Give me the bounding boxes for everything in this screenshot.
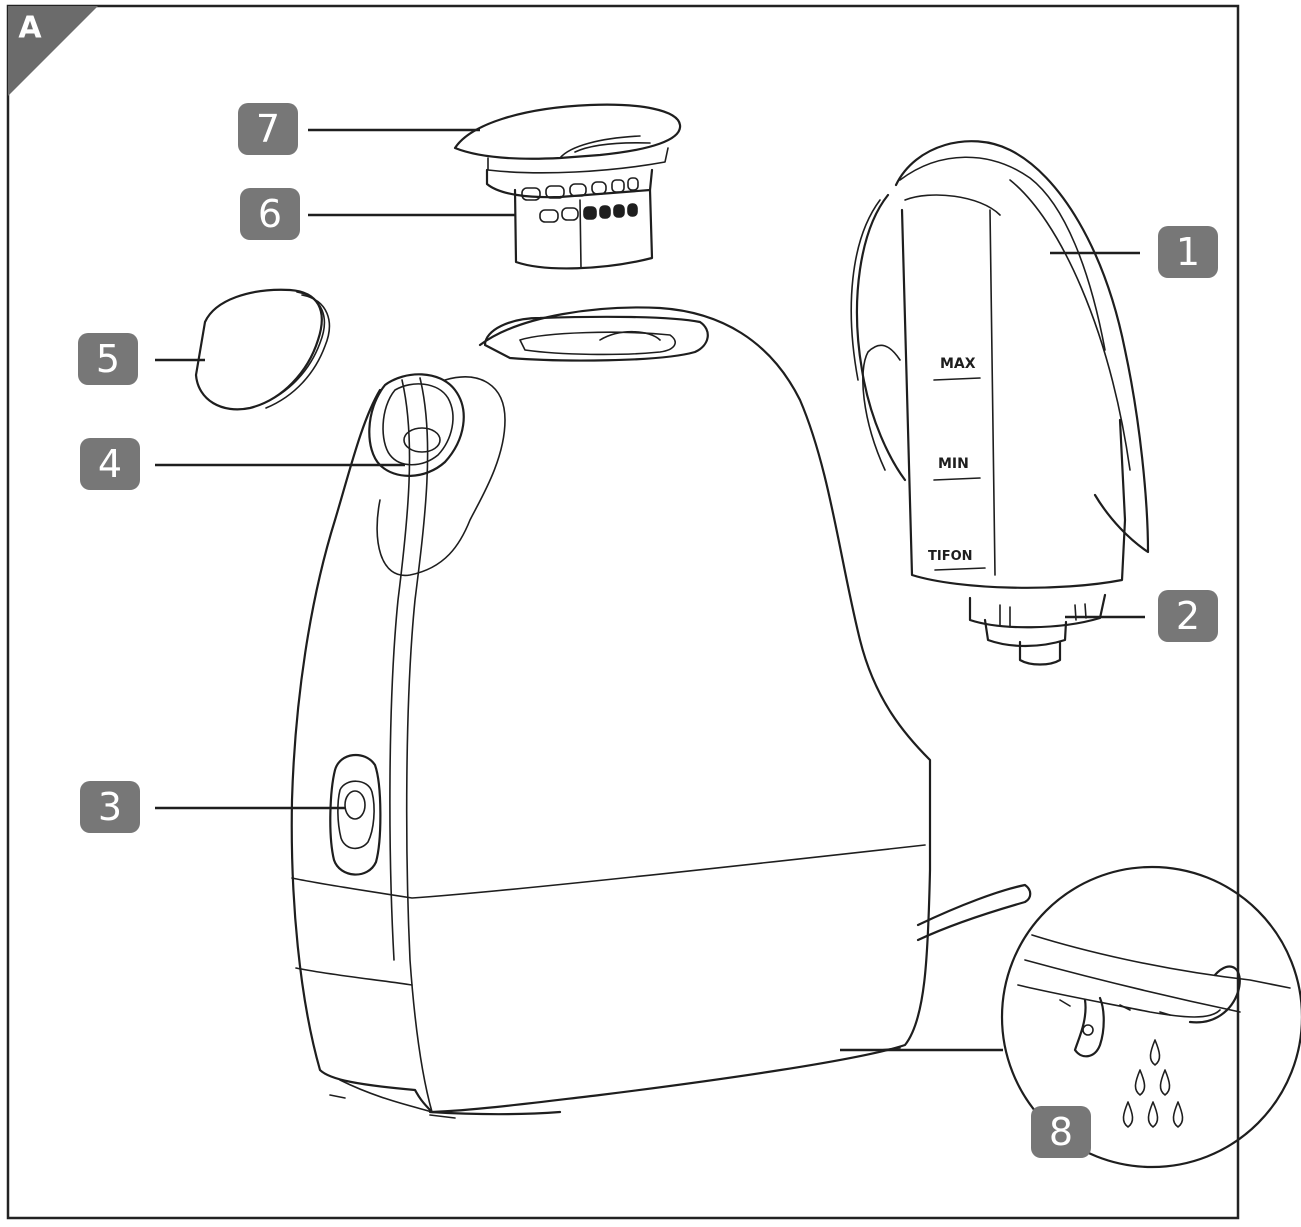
cap-part-5 [194, 288, 331, 411]
callout-2-label: 2 [1176, 594, 1200, 638]
tank-brand-text: TIFON [928, 549, 973, 564]
callout-1-label: 1 [1176, 230, 1200, 274]
drain-detail-part-8 [1000, 865, 1301, 1169]
callout-6-label: 6 [258, 192, 282, 236]
callout-7-label: 7 [256, 107, 280, 151]
callout-3: 3 [80, 781, 140, 833]
panel-label: A [18, 11, 42, 46]
magnifier-circle [1000, 865, 1301, 1169]
callout-7: 7 [238, 103, 298, 155]
water-drops-icon [1122, 1039, 1184, 1128]
lid-part-7 [453, 103, 682, 174]
filter-holes [521, 177, 639, 223]
figure-frame [6, 4, 1240, 1220]
tank-max-marking: MAX [940, 356, 976, 372]
callout-6: 6 [240, 188, 300, 240]
panel-corner-tab [8, 6, 98, 96]
callout-8: 8 [1031, 1106, 1091, 1158]
callout-8-label: 8 [1049, 1110, 1073, 1154]
leader-lines [155, 128, 1145, 1052]
callout-5: 5 [78, 333, 138, 385]
callout-4-label: 4 [98, 442, 122, 486]
water-tank-part-1: MAX MIN TIFON [850, 140, 1150, 666]
callout-3-label: 3 [98, 785, 122, 829]
callout-4: 4 [80, 438, 140, 490]
filter-part-6 [485, 168, 654, 270]
steamer-body [290, 306, 1032, 1119]
callout-2: 2 [1158, 590, 1218, 642]
callout-5-label: 5 [96, 337, 120, 381]
tank-min-marking: MIN [938, 456, 969, 472]
callout-1: 1 [1158, 226, 1218, 278]
